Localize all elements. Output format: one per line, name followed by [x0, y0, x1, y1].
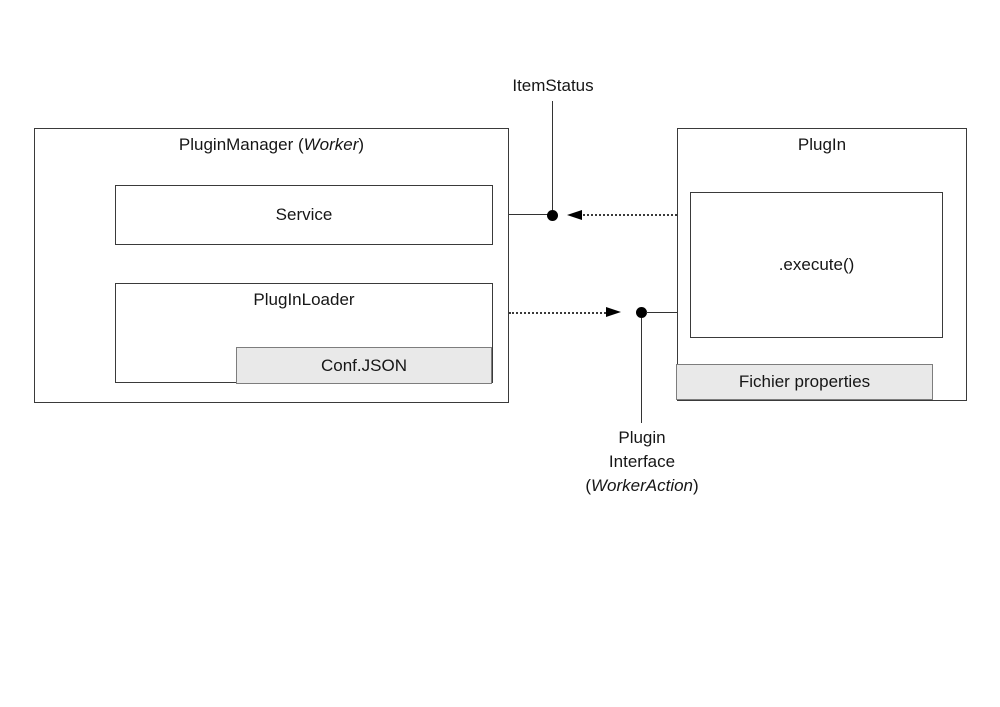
pluginmanager-title-prefix: PluginManager ( — [178, 135, 304, 154]
fichier-properties-box: Fichier properties — [676, 364, 933, 400]
interface-vertical-line — [640, 318, 642, 423]
interface-label-line3-prefix: ( — [585, 476, 591, 495]
interface-label-line3: (WorkerAction) — [557, 474, 727, 498]
arrowhead-left-icon — [567, 209, 582, 220]
pluginmanager-title-suffix: ) — [358, 135, 365, 154]
interface-label-line3-italic: WorkerAction — [590, 476, 694, 495]
itemstatus-solid-line — [509, 213, 548, 215]
itemstatus-vertical-line — [551, 101, 553, 210]
pluginmanager-title-italic: Worker — [303, 135, 359, 154]
fichier-properties-label: Fichier properties — [738, 372, 871, 391]
plugin-title: PlugIn — [797, 135, 847, 154]
interface-dotted-line — [509, 311, 606, 314]
arrowhead-right-icon — [606, 307, 621, 317]
interface-label: Plugin Interface (WorkerAction) — [557, 426, 727, 498]
execute-label: .execute() — [778, 255, 855, 274]
interface-label-line2: Interface — [608, 452, 676, 471]
pluginmanager-title: PluginManager (Worker) — [35, 135, 508, 155]
interface-solid-line — [646, 311, 677, 313]
itemstatus-junction-dot — [547, 209, 558, 221]
itemstatus-dotted-line — [583, 213, 677, 216]
confjson-box: Conf.JSON — [236, 347, 492, 384]
execute-box: .execute() — [690, 192, 943, 338]
pluginloader-label: PlugInLoader — [253, 290, 355, 309]
service-label: Service — [275, 205, 333, 224]
interface-label-line3-suffix: ) — [693, 476, 699, 495]
interface-junction-dot — [635, 307, 647, 318]
confjson-label: Conf.JSON — [321, 355, 407, 375]
interface-label-line1: Plugin — [618, 428, 666, 447]
service-box: Service — [115, 185, 493, 245]
itemstatus-label: ItemStatus — [512, 76, 594, 95]
